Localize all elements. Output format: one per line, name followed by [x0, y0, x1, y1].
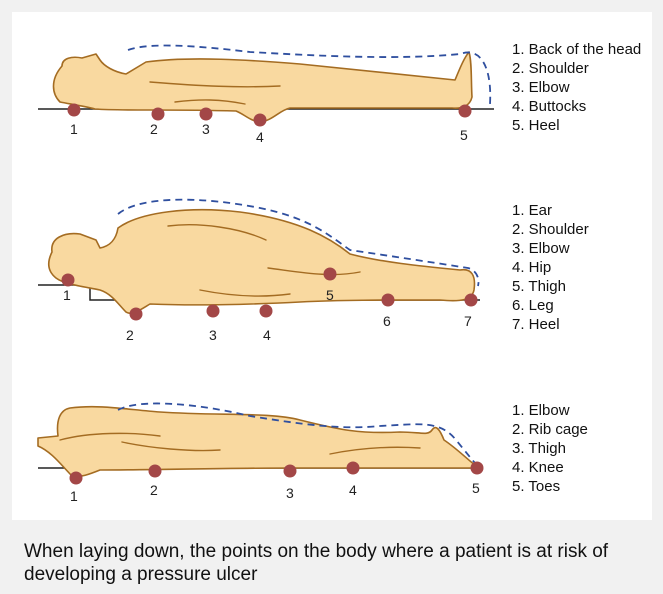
legend-item: 4. Buttocks	[512, 97, 641, 116]
side-lying-marker-label: 4	[263, 327, 271, 343]
side-lying-marker-dot-1	[62, 274, 75, 287]
side-lying-marker-dot-7	[465, 294, 478, 307]
side-lying-marker-label: 3	[209, 327, 217, 343]
supine-marker-label: 4	[256, 129, 264, 145]
side-lying-body	[49, 210, 475, 314]
supine-marker-dot-3	[200, 108, 213, 121]
legend-item: 1. Back of the head	[512, 40, 641, 59]
legend-item: 2. Shoulder	[512, 59, 641, 78]
legend-item: 2. Shoulder	[512, 220, 589, 239]
supine-marker-dot-4	[254, 114, 267, 127]
supine-marker-label: 3	[202, 121, 210, 137]
side-lying-marker-dot-6	[382, 294, 395, 307]
side-lying-marker-label: 5	[326, 287, 334, 303]
side-lying-marker-dot-4	[260, 305, 273, 318]
legend-item: 5. Thigh	[512, 277, 589, 296]
prone-marker-label: 2	[150, 482, 158, 498]
side-lying-legend: 1. Ear 2. Shoulder 3. Elbow 4. Hip 5. Th…	[512, 201, 589, 334]
figure-caption: When laying down, the points on the body…	[24, 540, 654, 586]
side-lying-figure: 1 2 3 4 5 6 7	[38, 200, 480, 343]
legend-item: 6. Leg	[512, 296, 589, 315]
side-lying-marker-dot-5	[324, 268, 337, 281]
side-lying-marker-dot-3	[207, 305, 220, 318]
supine-marker-label: 5	[460, 127, 468, 143]
legend-item: 5. Toes	[512, 477, 588, 496]
legend-item: 2. Rib cage	[512, 420, 588, 439]
prone-legend: 1. Elbow 2. Rib cage 3. Thigh 4. Knee 5.…	[512, 401, 588, 496]
supine-figure: 1 2 3 4 5	[38, 46, 494, 145]
side-lying-marker-label: 7	[464, 313, 472, 329]
prone-marker-dot-4	[347, 462, 360, 475]
legend-item: 1. Elbow	[512, 401, 588, 420]
prone-marker-label: 4	[349, 482, 357, 498]
prone-marker-dot-1	[70, 472, 83, 485]
prone-body	[38, 407, 476, 477]
supine-marker-dot-2	[152, 108, 165, 121]
prone-marker-dot-2	[149, 465, 162, 478]
side-lying-marker-label: 2	[126, 327, 134, 343]
side-lying-marker-dot-2	[130, 308, 143, 321]
prone-marker-label: 3	[286, 485, 294, 501]
prone-marker-dot-5	[471, 462, 484, 475]
legend-item: 3. Elbow	[512, 239, 589, 258]
supine-legend: 1. Back of the head 2. Shoulder 3. Elbow…	[512, 40, 641, 135]
legend-item: 1. Ear	[512, 201, 589, 220]
prone-figure: 1 2 3 4 5	[38, 403, 484, 504]
supine-marker-dot-1	[68, 104, 81, 117]
side-lying-marker-label: 6	[383, 313, 391, 329]
legend-item: 4. Hip	[512, 258, 589, 277]
legend-item: 4. Knee	[512, 458, 588, 477]
supine-marker-dot-5	[459, 105, 472, 118]
legend-item: 5. Heel	[512, 116, 641, 135]
side-lying-marker-label: 1	[63, 287, 71, 303]
legend-item: 3. Elbow	[512, 78, 641, 97]
legend-item: 3. Thigh	[512, 439, 588, 458]
legend-item: 7. Heel	[512, 315, 589, 334]
supine-marker-label: 2	[150, 121, 158, 137]
supine-marker-label: 1	[70, 121, 78, 137]
prone-marker-dot-3	[284, 465, 297, 478]
prone-marker-label: 5	[472, 480, 480, 496]
prone-marker-label: 1	[70, 488, 78, 504]
